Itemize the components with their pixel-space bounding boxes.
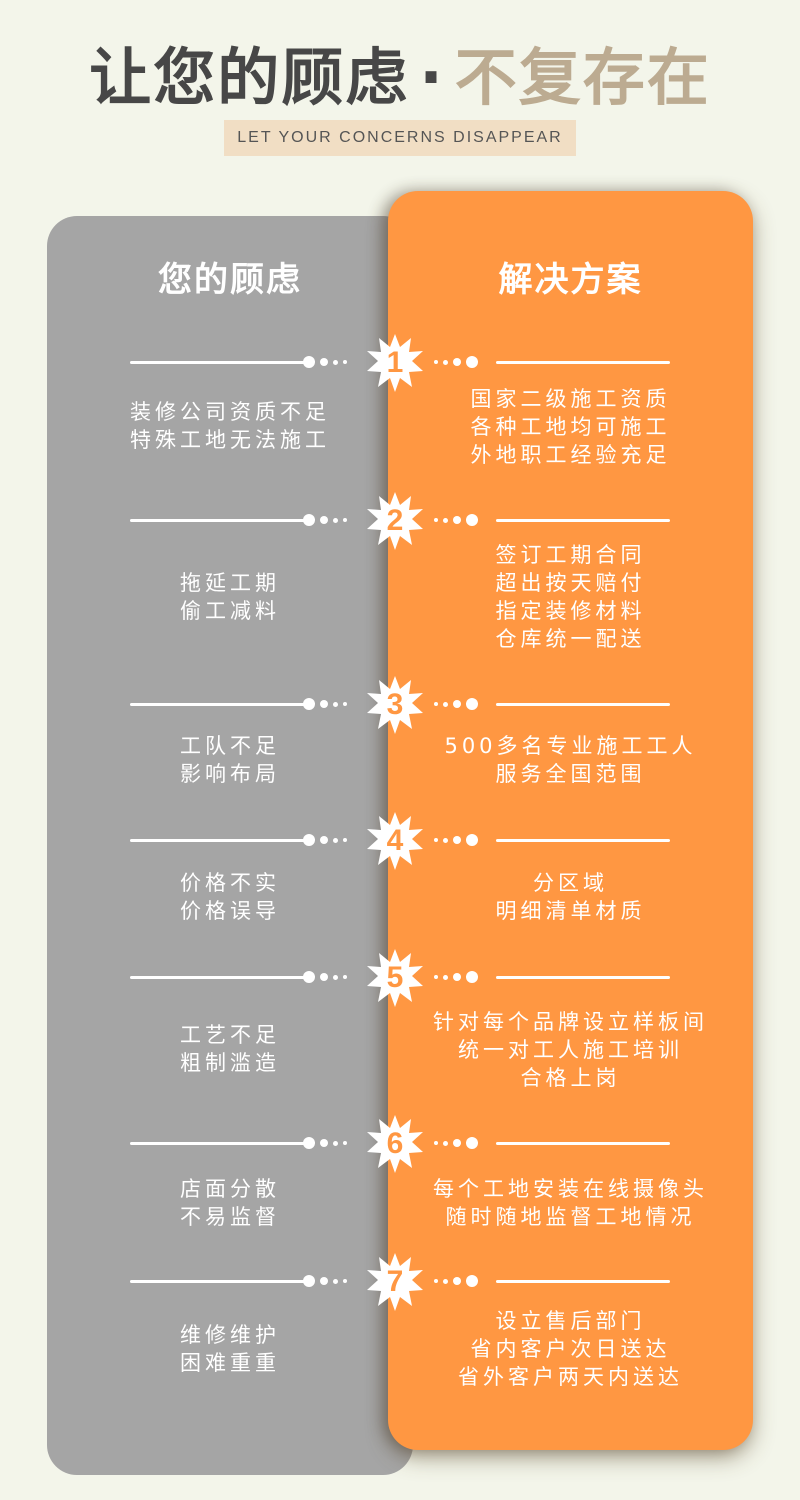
concern-text-4: 价格不实 价格误导 <box>180 871 280 923</box>
concern-text-5: 工艺不足 粗制滥造 <box>180 1023 280 1075</box>
solution-text-3: 500多名专业施工工人 服务全国范围 <box>444 734 697 786</box>
step-number: 1 <box>386 346 404 379</box>
concern-text-2: 拖延工期 偷工减料 <box>180 571 280 623</box>
dots-right <box>434 354 478 370</box>
concerns-card <box>47 216 413 1475</box>
step-number: 4 <box>386 824 404 857</box>
divider-row-5: 5 <box>0 949 800 1007</box>
starburst-badge-icon: 7 <box>366 1253 424 1311</box>
divider-row-6: 6 <box>0 1115 800 1173</box>
solution-text-4: 分区域 明细清单材质 <box>495 871 646 923</box>
dots-left <box>303 354 347 370</box>
solution-text-2: 签订工期合同 超出按天赔付 指定装修材料 仓库统一配送 <box>495 543 646 651</box>
divider-row-1: 1 <box>0 334 800 392</box>
starburst-badge-icon: 4 <box>366 812 424 870</box>
solution-text-6: 每个工地安装在线摄像头 随时随地监督工地情况 <box>433 1177 708 1229</box>
divider-row-3: 3 <box>0 676 800 734</box>
solution-text-1: 国家二级施工资质 各种工地均可施工 外地职工经验充足 <box>470 387 671 467</box>
divider-row-2: 2 <box>0 492 800 550</box>
concern-text-3: 工队不足 影响布局 <box>180 734 280 786</box>
step-number: 7 <box>386 1265 404 1298</box>
page-title: 让您的顾虑·不复存在 <box>0 38 800 118</box>
starburst-badge-icon: 6 <box>366 1115 424 1173</box>
title-part-tan: 不复存在 <box>454 41 711 114</box>
step-number: 5 <box>386 961 404 994</box>
step-number: 2 <box>386 504 404 537</box>
subtitle-banner: LET YOUR CONCERNS DISAPPEAR <box>224 120 576 156</box>
divider-row-4: 4 <box>0 812 800 870</box>
title-separator: · <box>419 41 445 114</box>
solution-text-5: 针对每个品牌设立样板间 统一对工人施工培训 合格上岗 <box>433 1010 708 1090</box>
step-number: 3 <box>386 688 404 721</box>
concern-text-1: 装修公司资质不足 特殊工地无法施工 <box>130 400 330 452</box>
divider-row-7: 7 <box>0 1253 800 1311</box>
starburst-badge-icon: 1 <box>366 334 424 392</box>
starburst-badge-icon: 5 <box>366 949 424 1007</box>
concern-text-7: 维修维护 困难重重 <box>180 1323 280 1375</box>
solutions-card <box>388 191 753 1450</box>
solution-text-7: 设立售后部门 省内客户次日送达 省外客户两天内送达 <box>458 1309 683 1389</box>
concern-text-6: 店面分散 不易监督 <box>180 1177 280 1229</box>
step-number: 6 <box>386 1127 404 1160</box>
solutions-heading: 解决方案 <box>498 260 643 300</box>
title-part-dark: 让您的顾虑 <box>89 41 410 114</box>
concerns-heading: 您的顾虑 <box>158 260 302 300</box>
starburst-badge-icon: 2 <box>366 492 424 550</box>
starburst-badge-icon: 3 <box>366 676 424 734</box>
divider-line-right <box>496 361 670 364</box>
divider-line-left <box>130 361 305 364</box>
